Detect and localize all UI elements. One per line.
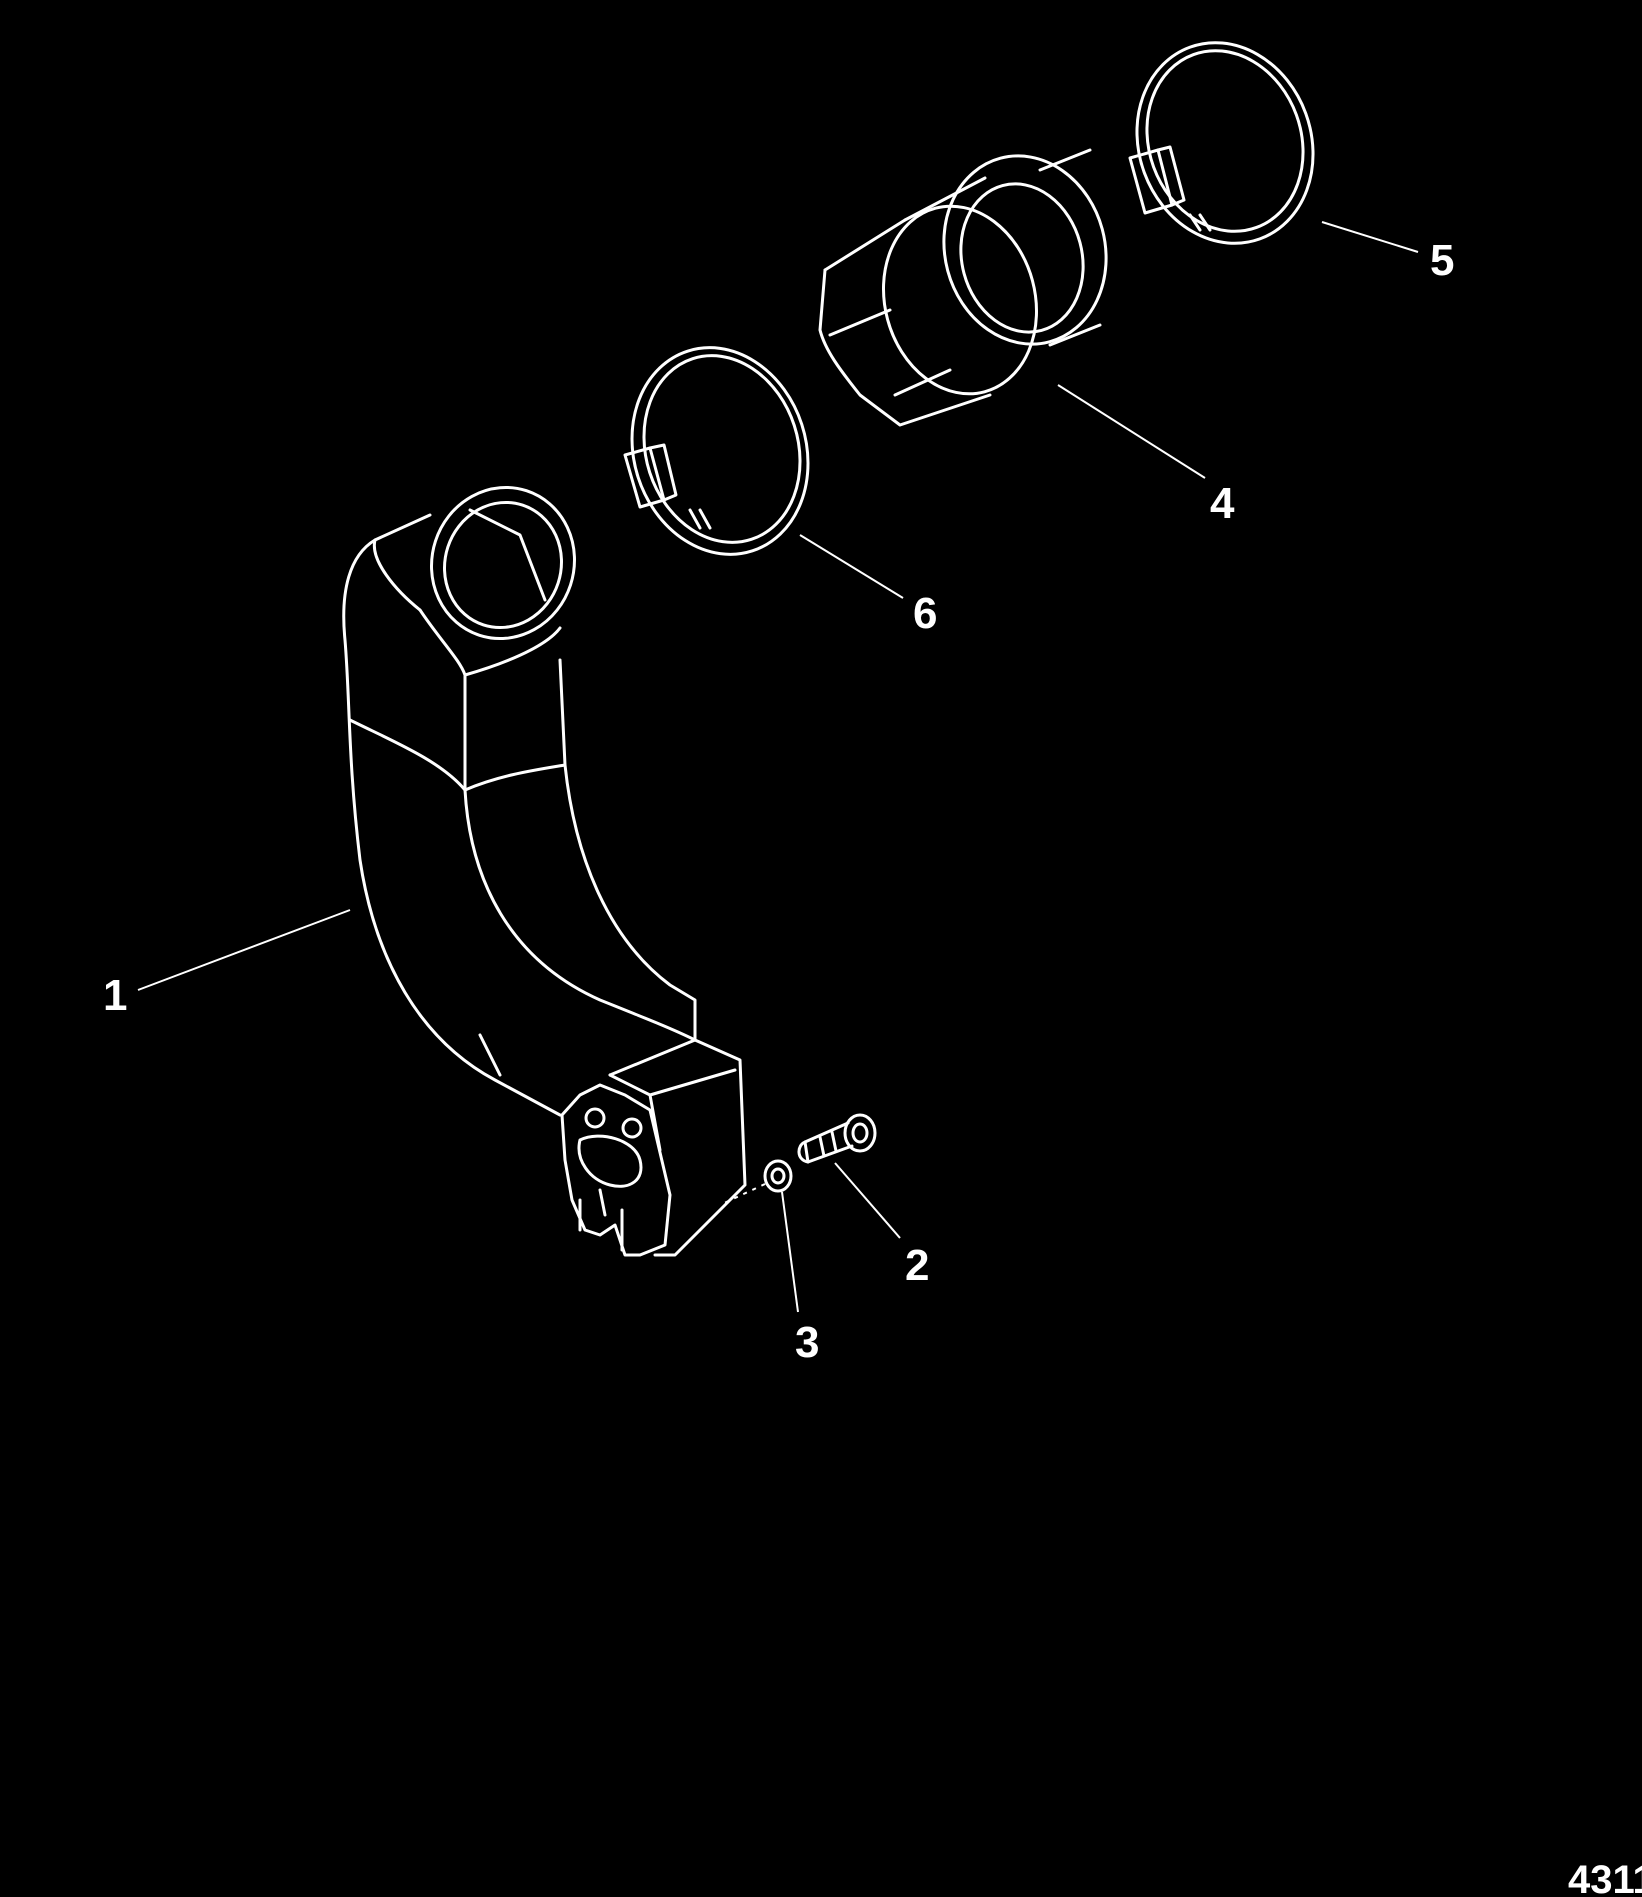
callout-1: 1 <box>103 971 127 1020</box>
part-5-hose-clamp <box>1128 41 1315 245</box>
leader-2 <box>834 1162 901 1239</box>
callout-6: 6 <box>913 589 937 638</box>
leader-5 <box>1321 221 1419 253</box>
callout-3: 3 <box>795 1318 819 1367</box>
figure-number: 4311 <box>1568 1858 1642 1897</box>
leader-3 <box>781 1191 799 1313</box>
part-3-washer <box>719 1159 793 1206</box>
callout-2: 2 <box>905 1241 929 1290</box>
callout-5: 5 <box>1430 236 1454 285</box>
leader-1 <box>137 909 351 991</box>
leader-6 <box>799 534 904 599</box>
leader-lines <box>137 221 1419 1313</box>
part-6-hose-clamp <box>623 346 810 556</box>
callout-4: 4 <box>1210 479 1235 528</box>
part-2-bolt <box>797 1113 877 1164</box>
leader-4 <box>1057 384 1206 479</box>
part-1-exhaust-elbow <box>342 485 747 1257</box>
part-4-exhaust-sleeve <box>818 148 1108 427</box>
